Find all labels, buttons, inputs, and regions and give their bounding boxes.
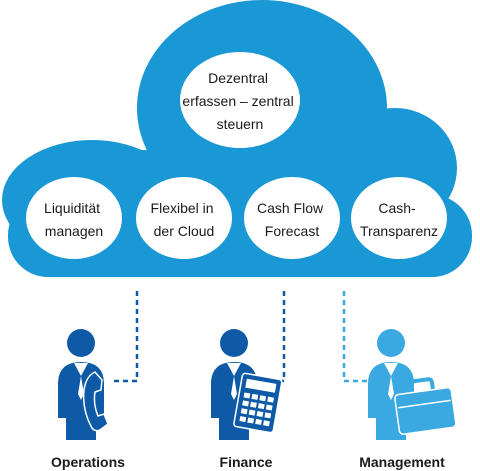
- svg-text:Cash- Transparenz: Cash- Transparenz: [360, 200, 438, 239]
- svg-text:Dezentral erfassen – zen: Dezentral erfassen – zentral steuern: [182, 70, 297, 132]
- briefcase: [394, 377, 457, 435]
- bubble-4-line-1: Cash-: [378, 200, 416, 216]
- svg-text:Cash Flow Forecast: Cash Flow Forecast: [257, 200, 327, 239]
- bubble-liquiditaet: Liquidität managen: [26, 177, 122, 259]
- person-phone-icon: [58, 329, 109, 440]
- connector-management: [342, 291, 374, 383]
- bubble-cashflow: Cash Flow Forecast: [244, 177, 340, 259]
- svg-text:Liquidität managen: Liquidität managen: [44, 200, 104, 239]
- bubble-3-line-2: Forecast: [265, 223, 320, 239]
- role-label-management: Management: [359, 454, 445, 470]
- bubble-2-line-2: der Cloud: [154, 223, 215, 239]
- person-briefcase-icon: [368, 329, 457, 440]
- bubble-1-line-1: Liquidität: [44, 200, 100, 216]
- bubble-2-line-1: Flexibel in: [151, 200, 214, 216]
- role-label-finance: Finance: [220, 454, 273, 470]
- bubble-flexibel: Flexibel in der Cloud: [136, 177, 232, 259]
- bubble-transparenz: Cash- Transparenz: [351, 177, 447, 259]
- bubble-1-line-2: managen: [45, 223, 103, 239]
- role-label-operations: Operations: [51, 454, 125, 470]
- bubble-3-line-1: Cash Flow: [257, 200, 324, 216]
- top-bubble-line-2: erfassen – zentral: [182, 93, 293, 109]
- connector-operations: [110, 291, 139, 383]
- connector-finance: [270, 291, 286, 383]
- top-bubble: Dezentral erfassen – zentral steuern: [180, 52, 300, 148]
- top-bubble-line-3: steuern: [217, 116, 264, 132]
- phone-handset: [82, 371, 109, 432]
- person-calculator-icon: [211, 329, 283, 440]
- bubble-4-line-2: Transparenz: [360, 223, 438, 239]
- calculator: [233, 372, 283, 434]
- svg-text:Flexibel in der Cloud: Flexibel in der Cloud: [151, 200, 218, 239]
- top-bubble-line-1: Dezentral: [208, 70, 268, 86]
